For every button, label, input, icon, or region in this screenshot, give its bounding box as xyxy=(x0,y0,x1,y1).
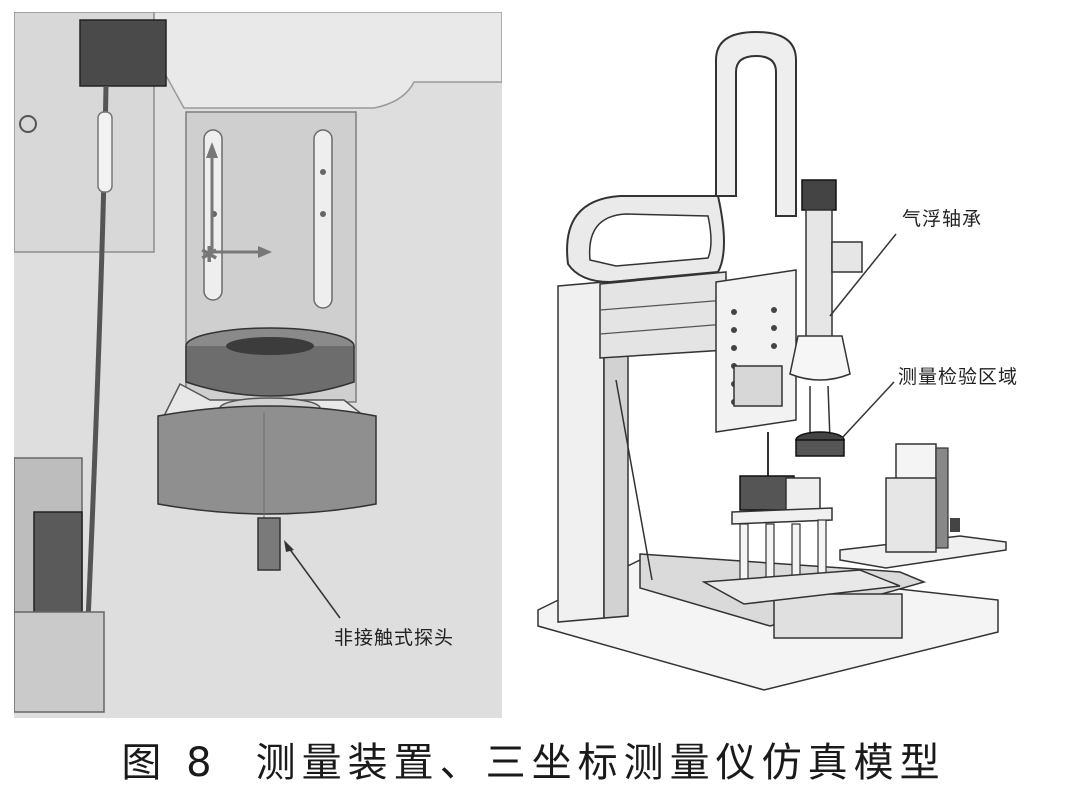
carriage-plate xyxy=(715,269,797,433)
sensor-box xyxy=(79,19,167,87)
cmm-render xyxy=(537,30,1007,691)
measurement-device-closeup: ✱ 非接触式探头 xyxy=(14,12,502,718)
probe-callout: 非接触式探头 xyxy=(334,627,455,649)
probe-tip xyxy=(257,517,281,571)
cmm-simulation-model: 气浮轴承 测量检验区域 xyxy=(520,20,1060,700)
svg-text:✱: ✱ xyxy=(200,243,218,268)
air-bearing xyxy=(805,209,833,351)
inspection-zone-callout: 测量检验区域 xyxy=(898,366,1019,388)
lower-ring xyxy=(157,405,377,515)
figure-number: 图 8 xyxy=(121,740,218,786)
figure-caption: 图 8 测量装置、三坐标测量仪仿真模型 xyxy=(0,730,1067,788)
closeup-render: ✱ xyxy=(14,12,502,718)
horizontal-beam xyxy=(599,271,727,359)
air-bearing-callout: 气浮轴承 xyxy=(902,208,983,230)
figure-title: 测量装置、三坐标测量仪仿真模型 xyxy=(255,740,946,786)
upper-ring xyxy=(185,346,355,397)
left-column xyxy=(557,281,605,623)
